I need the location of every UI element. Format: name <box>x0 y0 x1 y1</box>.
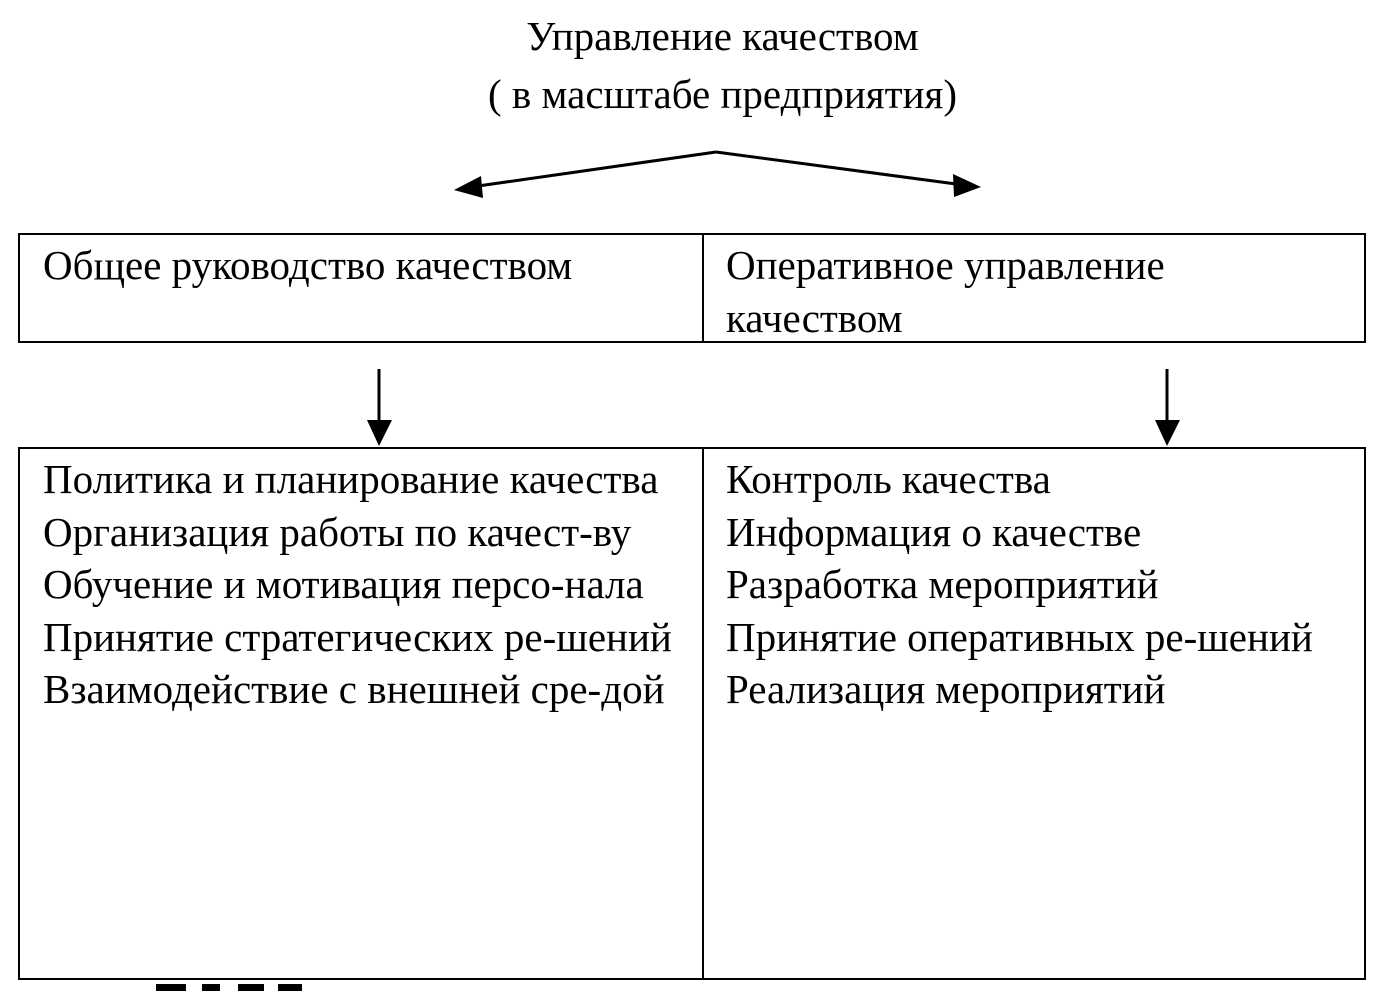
list-item: Политика и планирование качества <box>43 456 659 502</box>
list-item: Информация о качестве <box>726 508 1142 555</box>
list-item: Реализация мероприятий <box>726 666 1166 712</box>
title-line-2: ( в масштабе предприятия) <box>487 71 958 117</box>
list-item: Организация работы по качест-ву <box>43 508 632 555</box>
bottom-table: Политика и планирование качества Организ… <box>18 447 1366 980</box>
list-item: Взаимодействие с внешней сре-дой <box>43 666 665 712</box>
arrowhead-left-icon <box>454 176 483 198</box>
bottom-table-divider <box>702 449 704 978</box>
down-arrow-right-icon <box>1155 420 1180 446</box>
list-item: Разработка мероприятий <box>726 561 1159 607</box>
list-item: Контроль качества <box>726 456 1051 502</box>
general-management-functions-list: Политика и планирование качества Организ… <box>43 453 679 716</box>
cropped-caption-fragment <box>156 984 302 991</box>
list-item: Принятие оперативных ре-шений <box>726 613 1313 660</box>
arrowhead-right-icon <box>953 174 981 197</box>
list-item: Обучение и мотивация персо-нала <box>43 561 644 607</box>
split-arrow <box>477 150 957 188</box>
down-arrow-left-icon <box>367 420 392 446</box>
operational-quality-management-cell: Оперативное управление качеством <box>726 242 1165 341</box>
title-line-1: Управление качеством <box>526 13 919 59</box>
list-item: Принятие стратегических ре-шений <box>43 613 672 660</box>
operational-management-functions-list: Контроль качества Информация о качестве … <box>726 453 1316 716</box>
top-table: Общее руководство качеством Оперативное … <box>18 233 1366 343</box>
general-quality-management-cell: Общее руководство качеством <box>43 242 573 288</box>
top-table-divider <box>702 235 704 341</box>
